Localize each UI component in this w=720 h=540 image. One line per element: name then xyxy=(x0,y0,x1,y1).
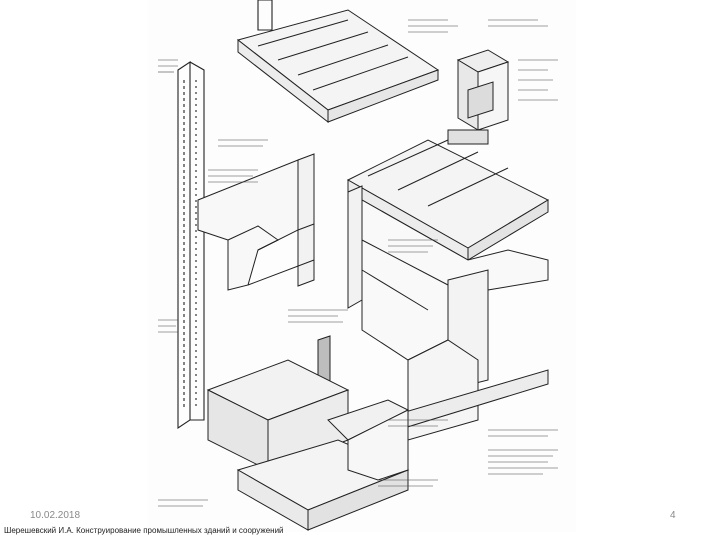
annotation-blocks xyxy=(158,19,558,507)
left-wall-column xyxy=(177,0,273,430)
footer-date: 10.02.2018 xyxy=(30,510,81,521)
connection-detail-top-right xyxy=(447,49,510,145)
page-number: 4 xyxy=(670,510,676,521)
lower-truss xyxy=(327,399,410,481)
footer-author-title: Шерешевский И.А. Конструирование промышл… xyxy=(4,526,284,535)
upper-column-bracket xyxy=(197,153,315,291)
upper-slab xyxy=(236,9,440,124)
isometric-construction-drawing xyxy=(148,0,576,532)
